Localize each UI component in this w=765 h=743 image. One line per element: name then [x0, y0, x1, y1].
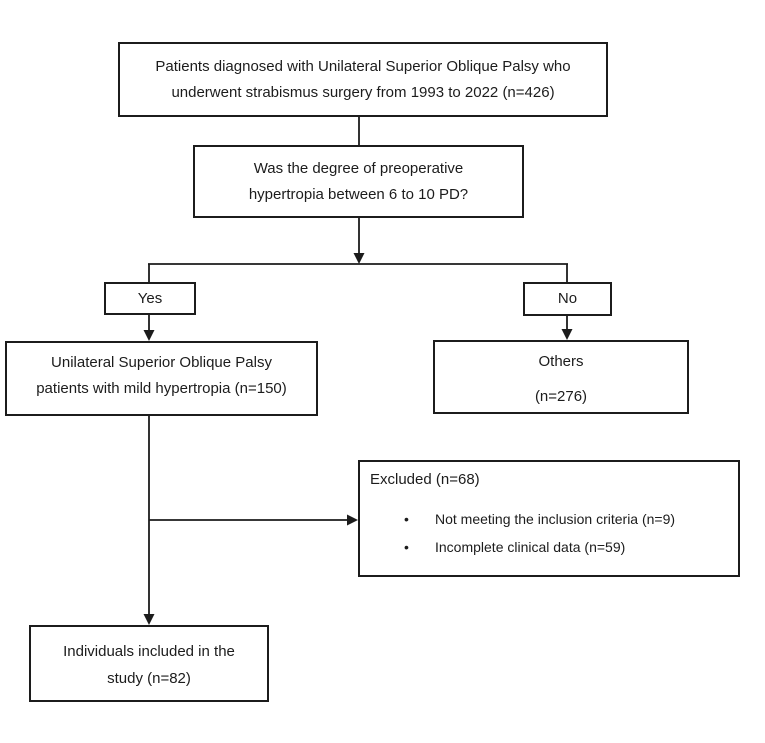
arrowhead-no-to-others [561, 329, 573, 340]
node-excluded-bullet2: • Incomplete clinical data (n=59) [370, 533, 732, 561]
node-excluded-bullet1: • Not meeting the inclusion criteria (n=… [370, 505, 732, 533]
arrowhead-question-to-branch [353, 253, 365, 264]
node-included-in-study-line1: Individuals included in the [63, 643, 235, 660]
arrowhead-mild-to-excluded [347, 514, 358, 526]
node-yes-label: Yes [137, 289, 163, 307]
node-others-line1: Others [538, 353, 584, 370]
node-patients-diagnosed: Patients diagnosed with Unilateral Super… [118, 42, 608, 117]
node-no-label: No [557, 290, 578, 307]
node-excluded-bullet1-text: Not meeting the inclusion criteria (n=9) [435, 511, 676, 527]
node-excluded: Excluded (n=68) • Not meeting the inclus… [358, 460, 740, 577]
node-mild-hypertropia-line2: patients with mild hypertropia (n=150) [36, 380, 287, 397]
node-included-in-study-line2: study (n=82) [107, 670, 191, 687]
node-hypertropia-question-line2: hypertropia between 6 to 10 PD? [248, 186, 469, 203]
node-excluded-bullet2-text: Incomplete clinical data (n=59) [435, 539, 626, 555]
bullet-icon: • [404, 511, 409, 527]
node-hypertropia-question: Was the degree of preoperative hypertrop… [193, 145, 524, 218]
node-patients-diagnosed-line1: Patients diagnosed with Unilateral Super… [155, 58, 571, 75]
node-others-line2: (n=276) [534, 388, 588, 405]
node-included-in-study: Individuals included in the study (n=82) [29, 625, 269, 702]
node-yes: Yes [104, 282, 196, 315]
node-hypertropia-question-line1: Was the degree of preoperative [253, 160, 464, 177]
bullet-icon: • [404, 539, 409, 555]
node-mild-hypertropia: Unilateral Superior Oblique Palsy patien… [5, 341, 318, 416]
node-excluded-title: Excluded (n=68) [370, 471, 480, 488]
node-mild-hypertropia-line1: Unilateral Superior Oblique Palsy [51, 354, 272, 371]
node-no: No [523, 282, 612, 316]
node-others: Others (n=276) [433, 340, 689, 414]
node-excluded-list: • Not meeting the inclusion criteria (n=… [370, 505, 732, 561]
node-patients-diagnosed-line2: underwent strabismus surgery from 1993 t… [171, 84, 555, 101]
arrowhead-mild-to-included [143, 614, 155, 625]
arrowhead-yes-to-mild [143, 330, 155, 341]
